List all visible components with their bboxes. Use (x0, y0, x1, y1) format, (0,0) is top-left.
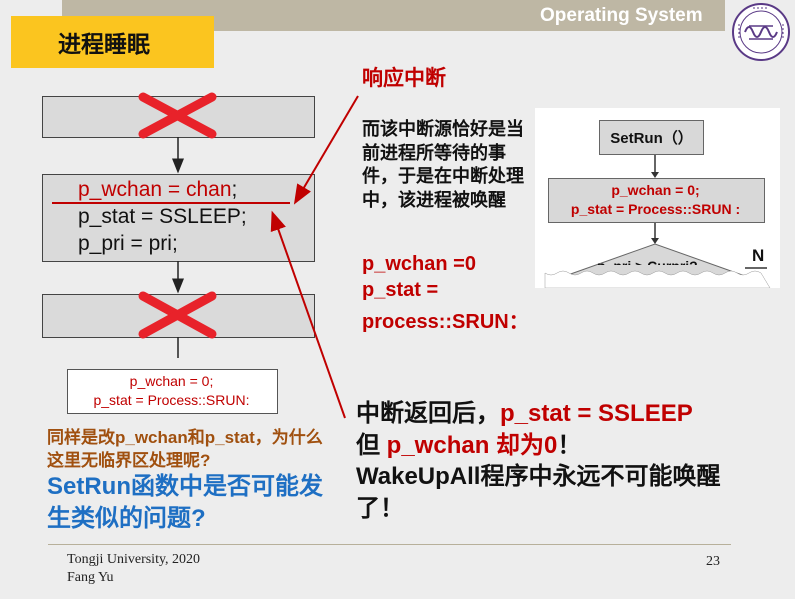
course-title: Operating System (540, 5, 703, 26)
footer-university: Tongji University, 2020 (67, 552, 201, 567)
code-wchan-semicolon: ; (231, 178, 238, 201)
conclusion-part5: ！ (557, 431, 582, 459)
code-pri: p_pri = pri; (78, 232, 178, 255)
conclusion-part3: 但 (356, 431, 380, 459)
conclusion-part6: WakeUpAll程序中永远不可能唤醒了！ (356, 463, 721, 522)
setrun-code-wchan: p_wchan = 0; (611, 182, 700, 198)
interrupt-code-wchan: p_wchan =0 (362, 253, 476, 275)
conclusion-part4: p_wchan 却为0 (386, 431, 558, 459)
setrun-panel-lines (544, 153, 771, 288)
page-number: 23 (706, 554, 720, 569)
flow-box-top (42, 96, 315, 138)
question-setrun: SetRun函数中是否可能发生类似的问题? (47, 473, 323, 532)
slide-title: 进程睡眠 (58, 31, 150, 57)
question-critical-section: 同样是改p_wchan和p_stat，为什么这里无临界区处理呢? (47, 428, 323, 470)
conclusion-text: 中断返回后，p_stat = SSLEEP 但 p_wchan 却为0！ Wak… (356, 398, 756, 524)
university-logo (732, 3, 790, 61)
setrun-code-box (548, 178, 765, 223)
setrun-title-box: SetRun（） (599, 120, 704, 155)
code-wchan: p_wchan = chan; (78, 178, 237, 202)
small-code-box (67, 369, 278, 414)
interrupt-code-srun: process::SRUN： (362, 311, 529, 333)
small-code-stat: p_stat = Process::SRUN: (93, 392, 250, 408)
conclusion-part2: p_stat = SSLEEP (500, 400, 693, 427)
conclusion-part1: 中断返回后， (356, 400, 500, 427)
setrun-condition: p_pri > Curpri? (597, 258, 698, 265)
slide-title-box: 进程睡眠 (11, 16, 214, 68)
footer-author: Fang Yu (67, 570, 114, 585)
small-code-wchan: p_wchan = 0; (129, 373, 214, 389)
footer-divider (48, 544, 731, 545)
code-stat: p_stat = SSLEEP; (78, 205, 247, 228)
interrupt-description: 而该中断源恰好是当前进程所等待的事件，于是在中断处理中，该进程被唤醒 (362, 119, 524, 210)
setrun-branch-label: N (752, 246, 765, 265)
code-wchan-text: p_wchan = chan (78, 178, 232, 201)
interrupt-title: 响应中断 (362, 67, 446, 90)
setrun-code-stat: p_stat = Process::SRUN : (570, 201, 741, 217)
flow-box-bottom (42, 294, 315, 338)
interrupt-code-stat: p_stat = (362, 279, 439, 301)
